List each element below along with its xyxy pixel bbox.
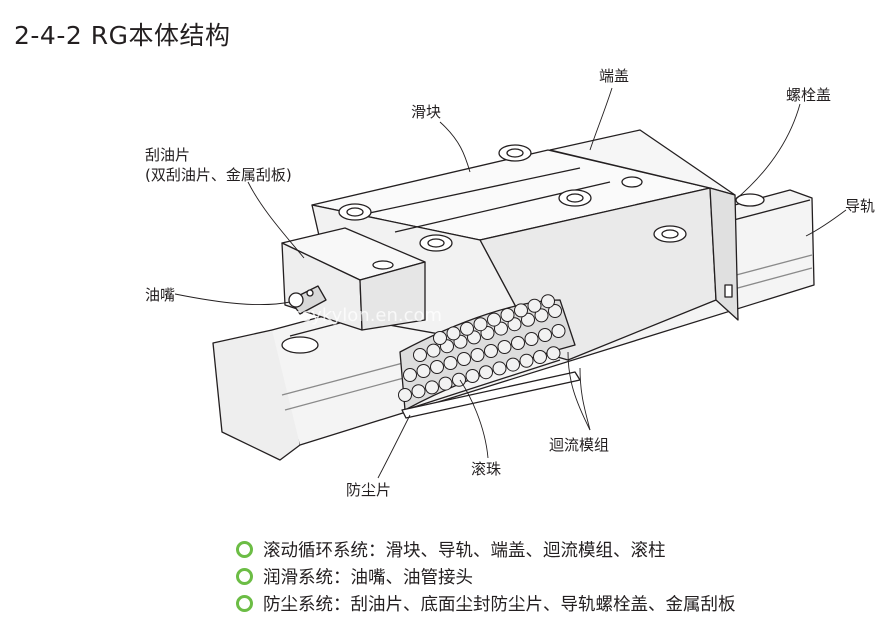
circle-bullet-icon	[236, 568, 253, 585]
bolt-holes	[338, 144, 687, 252]
ball	[470, 348, 485, 362]
ball	[506, 357, 520, 372]
ball	[527, 298, 542, 313]
ball	[534, 308, 549, 323]
ball	[551, 324, 566, 338]
ball	[546, 346, 561, 361]
label-grease-nipple: 油嘴	[145, 286, 176, 304]
circle-bullet-icon	[236, 595, 253, 612]
label-dust-strip: 防尘片	[346, 481, 392, 499]
ball	[413, 348, 427, 362]
ball	[398, 388, 412, 402]
ball	[500, 308, 515, 322]
ball	[514, 303, 528, 318]
label-rail: 导轨	[845, 197, 876, 215]
ball	[460, 321, 474, 336]
ball	[438, 376, 453, 391]
ball	[507, 317, 522, 332]
circle-bullet-icon	[236, 541, 253, 558]
page-title: 2-4-2 RG本体结构	[14, 21, 231, 50]
ball	[457, 352, 471, 366]
ball	[521, 312, 535, 327]
label-scraper-line1: 刮油片	[145, 146, 191, 164]
ball	[426, 343, 441, 358]
ball	[548, 304, 562, 318]
ball	[452, 372, 466, 387]
ball	[497, 340, 512, 354]
ball	[430, 360, 444, 374]
label-bolt-cap: 螺栓盖	[786, 86, 832, 104]
ball	[484, 344, 498, 358]
legend-item: 防尘系统：刮油片、底面尘封防尘片、导轨螺栓盖、金属刮板	[236, 590, 736, 617]
legend-item: 润滑系统：油嘴、油管接头	[236, 563, 736, 590]
legend-item: 滚动循环系统：滑块、导轨、端盖、迴流模组、滚柱	[236, 536, 736, 563]
ball	[425, 380, 439, 395]
legend-text: 防尘系统：刮油片、底面尘封防尘片、导轨螺栓盖、金属刮板	[263, 595, 736, 615]
legend-list: 滚动循环系统：滑块、导轨、端盖、迴流模组、滚柱 润滑系统：油嘴、油管接头 防尘系…	[236, 536, 736, 617]
ball	[492, 361, 507, 376]
grease-nipple-shape	[288, 285, 327, 315]
label-recirculation-module: 迴流模组	[549, 436, 610, 454]
ball	[487, 312, 501, 327]
ball	[533, 350, 547, 364]
ball	[473, 317, 488, 332]
ball	[541, 294, 555, 309]
ball	[411, 384, 426, 399]
ball	[519, 353, 534, 368]
linear-guide-drawing	[174, 87, 847, 479]
legend-text: 滚动循环系统：滑块、导轨、端盖、迴流模组、滚柱	[263, 541, 666, 561]
ball	[416, 364, 431, 378]
ball	[443, 356, 458, 370]
ball	[465, 369, 480, 383]
watermark: kssykylon.en.com	[282, 305, 443, 326]
ball	[403, 368, 417, 382]
legend-text: 润滑系统：油嘴、油管接头	[263, 568, 473, 588]
leader-lines	[174, 87, 847, 479]
ball	[446, 326, 461, 341]
ball	[433, 331, 447, 345]
label-ball: 滚珠	[471, 460, 502, 478]
balls	[398, 294, 566, 402]
label-end-cap: 端盖	[599, 67, 630, 85]
ball	[511, 336, 525, 350]
label-slider: 滑块	[411, 103, 442, 121]
end-cap-shape	[549, 129, 739, 321]
ball	[479, 365, 493, 380]
ball	[524, 332, 539, 346]
label-scraper-line2: (双刮油片、金属刮板)	[145, 166, 292, 184]
ball	[538, 328, 552, 342]
